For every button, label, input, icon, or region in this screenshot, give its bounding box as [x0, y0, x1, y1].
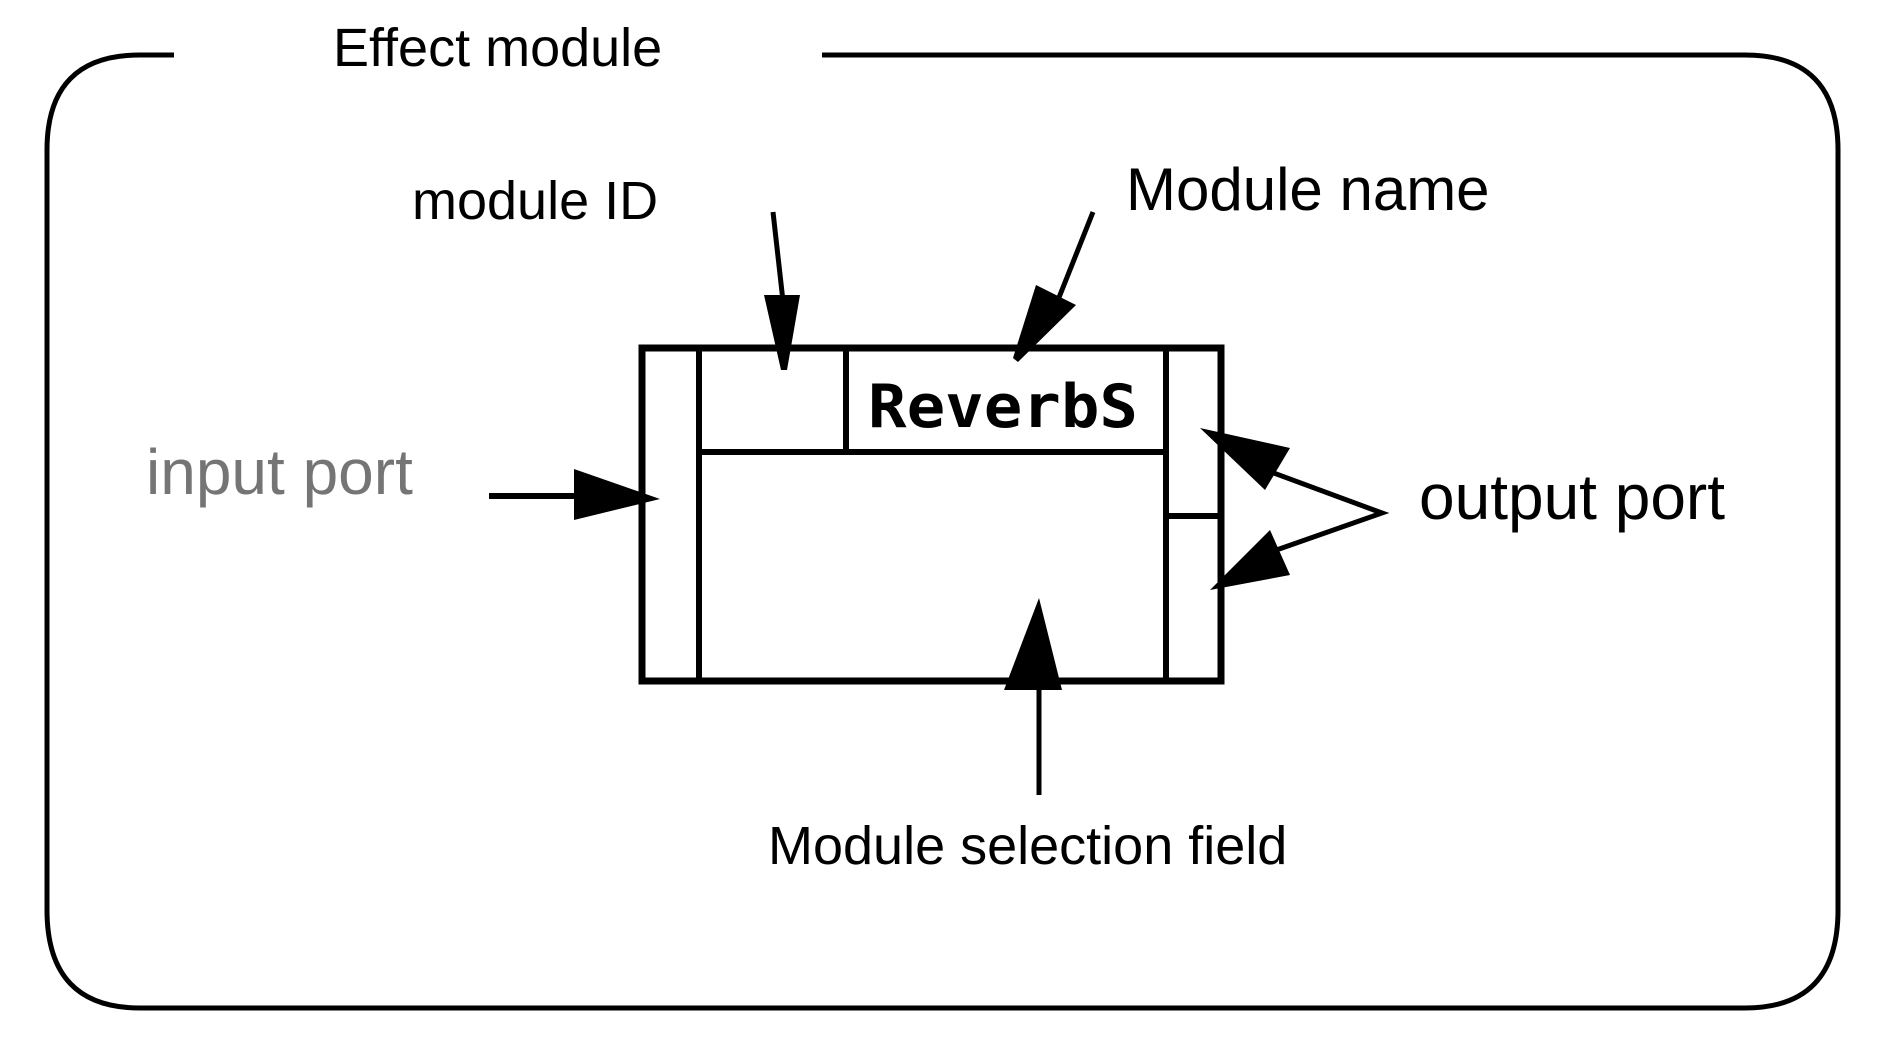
module-name-arrow	[1013, 211, 1096, 362]
arrowhead-icon	[764, 295, 800, 370]
module-box: ReverbS	[638, 344, 1225, 685]
module-id-arrow	[764, 211, 800, 370]
module-name-value: ReverbS	[868, 372, 1138, 442]
arrowhead-icon	[574, 469, 660, 520]
output-port-2[interactable]	[1169, 519, 1218, 678]
output-port-label: output port	[1419, 461, 1725, 533]
module-selection-arrow	[1004, 598, 1062, 795]
module-selection-field-label: Module selection field	[768, 816, 1287, 876]
module-selection-field[interactable]	[702, 455, 1163, 678]
module-id-label: module ID	[412, 171, 658, 231]
arrowhead-icon	[1210, 530, 1290, 590]
outer-frame	[44, 52, 1841, 1011]
output-port-arrows	[1200, 428, 1390, 590]
module-name-label: Module name	[1126, 156, 1490, 223]
input-port-label: input port	[146, 436, 413, 508]
outer-frame-left-top-segment	[44, 52, 1841, 1011]
input-port-arrow	[489, 469, 660, 520]
diagram-title: Effect module	[333, 18, 662, 78]
module-id-field[interactable]	[702, 351, 843, 449]
input-port[interactable]	[645, 351, 696, 678]
arrowhead-icon	[1004, 598, 1062, 690]
arrowhead-icon	[1200, 428, 1290, 490]
arrowhead-icon	[1013, 285, 1076, 362]
